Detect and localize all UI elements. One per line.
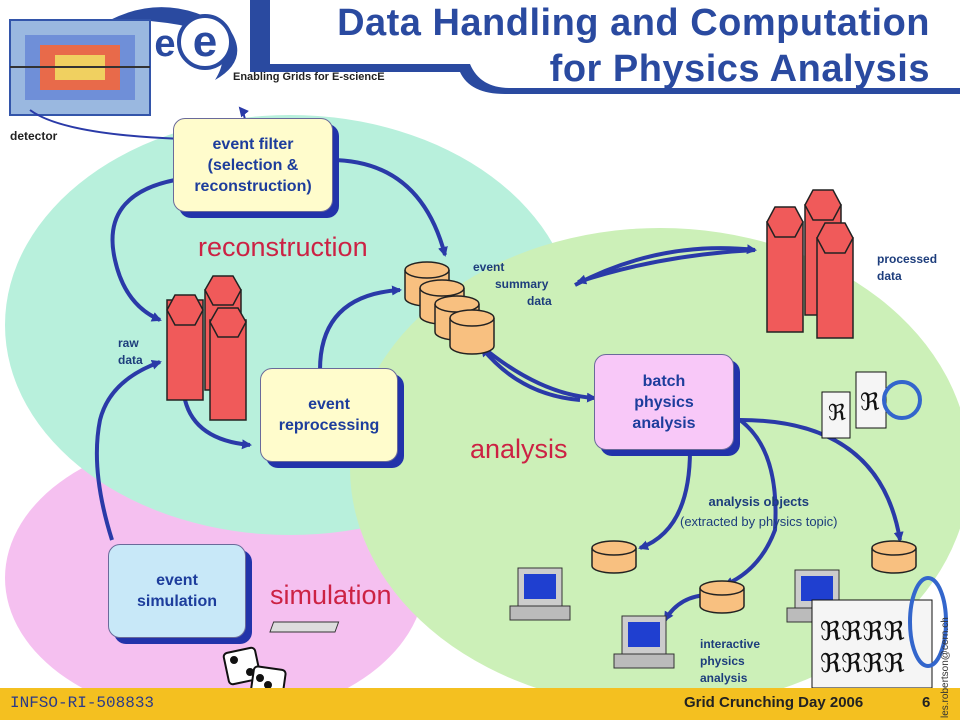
page-title: Data Handling and Computation for Physic… (337, 0, 930, 92)
analysis-label: analysis (470, 434, 568, 464)
svg-text:e: e (154, 23, 175, 65)
event-simulation-line-2: simulation (136, 593, 217, 610)
title-line-1: Data Handling and Computation (337, 2, 930, 44)
batch-analysis-line-2: physics (634, 393, 694, 411)
detector-graphic (9, 19, 151, 116)
processed-data-storage (766, 189, 854, 339)
event-filter-box: event filter (selection & reconstruction… (173, 118, 333, 212)
workstation-middle (613, 615, 675, 669)
svg-text:ℜℜℜℜ: ℜℜℜℜ (820, 617, 905, 647)
event-simulation-line-1: event (156, 572, 198, 589)
interactive-analysis-label: interactive physics analysis (700, 636, 760, 687)
event-filter-line-3: reconstruction) (194, 177, 312, 195)
event-filter-line-2: (selection & (207, 156, 299, 174)
processed-data-label: processed data (877, 251, 937, 285)
footer-event-name: Grid Crunching Day 2006 (684, 694, 864, 711)
interactive-analysis-line-1: interactive (700, 637, 761, 651)
analysis-objects-label: analysis objects (extracted by physics t… (680, 492, 838, 532)
svg-text:ℜ: ℜ (860, 388, 880, 416)
event-reprocessing-box: event reprocessing (260, 368, 398, 462)
analysis-objects-line-2: (extracted by physics topic) (680, 514, 838, 529)
event-summary-storage (404, 261, 495, 355)
author-credit: les.robertson@cern.ch (940, 617, 951, 718)
simulation-label: simulation (270, 580, 392, 610)
reconstruction-label: reconstruction (198, 232, 368, 262)
analysis-object-storage (591, 540, 917, 614)
title-line-2: for Physics Analysis (549, 48, 930, 90)
footer-bar (0, 688, 960, 720)
svg-text:ℜℜℜℜ: ℜℜℜℜ (820, 649, 905, 679)
egee-logo: e e (110, 7, 238, 81)
svg-text:ℜ: ℜ (828, 401, 846, 426)
raw-data-line-1: raw (118, 336, 139, 350)
detector-label: detector (10, 129, 58, 143)
raw-data-label: raw data (118, 335, 143, 369)
footer-project-id: INFSO-RI-508833 (10, 694, 155, 712)
processed-data-line-2: data (877, 269, 902, 283)
event-reprocessing-line-1: event (308, 396, 350, 413)
event-summary-line-2: summary (495, 277, 549, 291)
page-number: 6 (922, 694, 931, 711)
analysis-objects-line-1: analysis objects (708, 494, 809, 509)
interactive-analysis-line-2: physics (700, 654, 745, 668)
svg-text:e: e (193, 17, 217, 66)
event-summary-label: event summary data (473, 259, 552, 310)
interactive-figures-icon: ℜℜℜℜ ℜℜℜℜ (811, 576, 948, 689)
raw-data-line-2: data (118, 353, 143, 367)
logo-subtitle: Enabling Grids for E-sciencE (233, 71, 385, 83)
event-summary-line-1: event (473, 260, 505, 274)
flow-arrows (29, 106, 904, 622)
workstation-left (269, 567, 571, 633)
event-simulation-box: event simulation (108, 544, 246, 638)
batch-analysis-line-3: analysis (632, 414, 696, 432)
batch-analysis-box: batch physics analysis (594, 354, 734, 450)
event-summary-line-3: data (527, 294, 552, 308)
event-reprocessing-line-2: reprocessing (278, 417, 380, 434)
analysis-figures-icon: ℜ ℜ (821, 371, 922, 439)
event-filter-line-1: event filter (212, 135, 294, 153)
raw-data-storage (166, 275, 247, 421)
batch-analysis-line-1: batch (642, 372, 686, 390)
processed-data-line-1: processed (877, 252, 938, 266)
interactive-analysis-line-3: analysis (700, 671, 748, 685)
